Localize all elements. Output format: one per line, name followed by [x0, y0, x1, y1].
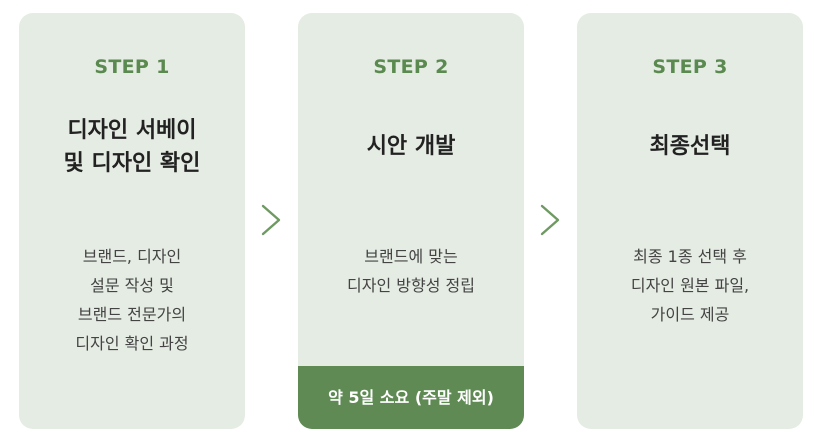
- step-description: 최종 1종 선택 후 디자인 원본 파일, 가이드 제공: [577, 242, 803, 329]
- step-title-line: 및 디자인 확인: [63, 151, 201, 176]
- chevron-right-icon: [261, 204, 281, 236]
- step-card-1: STEP 1 디자인 서베이 및 디자인 확인 브랜드, 디자인 설문 작성 및…: [19, 13, 245, 429]
- step-label: STEP 2: [373, 56, 449, 78]
- step-description-line: 브랜드에 맞는: [364, 247, 458, 266]
- duration-badge: 약 5일 소요 (주말 제외): [298, 366, 524, 429]
- step-description: 브랜드에 맞는 디자인 방향성 정립: [298, 242, 524, 300]
- step-description: 브랜드, 디자인 설문 작성 및 브랜드 전문가의 디자인 확인 과정: [19, 242, 245, 358]
- step-card-2: STEP 2 시안 개발 브랜드에 맞는 디자인 방향성 정립 약 5일 소요 …: [298, 13, 524, 429]
- step-card-3: STEP 3 최종선택 최종 1종 선택 후 디자인 원본 파일, 가이드 제공: [577, 13, 803, 429]
- step-title: 시안 개발: [298, 130, 524, 163]
- step-label: STEP 3: [652, 56, 728, 78]
- step-description-line: 가이드 제공: [650, 305, 730, 324]
- step-label: STEP 1: [94, 56, 170, 78]
- step-title-line: 디자인 서베이: [67, 118, 197, 143]
- step-description-line: 디자인 확인 과정: [75, 334, 189, 353]
- step-description-line: 설문 작성 및: [90, 276, 174, 295]
- step-description-line: 디자인 방향성 정립: [347, 276, 475, 295]
- step-title-line: 최종선택: [649, 134, 731, 159]
- step-title-line: 시안 개발: [366, 134, 456, 159]
- step-description-line: 최종 1종 선택 후: [633, 247, 747, 266]
- step-title: 디자인 서베이 및 디자인 확인: [19, 114, 245, 180]
- step-title: 최종선택: [577, 130, 803, 163]
- step-description-line: 브랜드 전문가의: [77, 305, 187, 324]
- chevron-right-icon: [540, 204, 560, 236]
- step-description-line: 브랜드, 디자인: [82, 247, 182, 266]
- step-description-line: 디자인 원본 파일,: [630, 276, 750, 295]
